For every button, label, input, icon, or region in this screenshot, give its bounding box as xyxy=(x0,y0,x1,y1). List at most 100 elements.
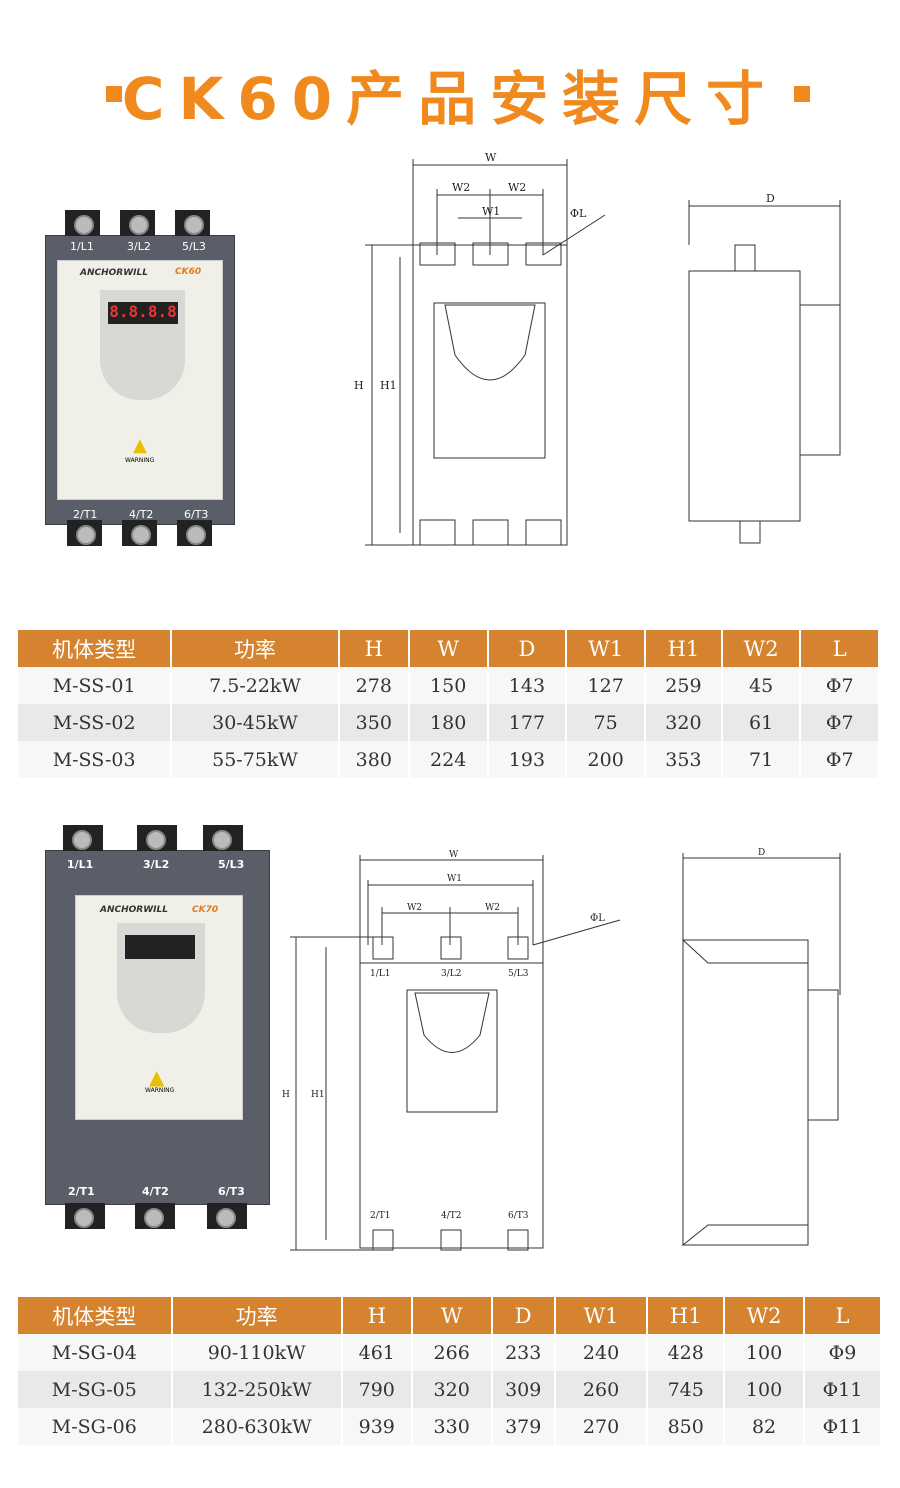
table-cell: 939 xyxy=(342,1408,411,1445)
table-cell: 428 xyxy=(648,1334,724,1371)
terminal-label: 5/L3 xyxy=(218,858,245,871)
table-cell: M-SS-02 xyxy=(18,704,171,741)
column-header: H xyxy=(339,630,408,667)
dim-label-w2: W2 xyxy=(452,181,470,194)
terminal-label: 4/T2 xyxy=(441,1211,462,1221)
brand-logo: ANCHORWILL xyxy=(100,905,168,915)
dim-label-h: H xyxy=(354,379,364,392)
table-cell: 100 xyxy=(725,1334,803,1371)
column-header: W1 xyxy=(555,1297,647,1334)
column-header: 机体类型 xyxy=(18,630,171,667)
brand-logo: ANCHORWILL xyxy=(80,268,148,278)
table-cell: 309 xyxy=(492,1371,554,1408)
table-cell: 55-75kW xyxy=(172,741,338,778)
dim-label-w2: W2 xyxy=(485,903,500,913)
table-cell: 330 xyxy=(412,1408,491,1445)
dim-label-w1: W1 xyxy=(482,205,500,218)
table-cell: 240 xyxy=(555,1334,647,1371)
product-photo-small: 1/L1 3/L2 5/L3 ANCHORWILL CK60 8.8.8.8 ▲… xyxy=(45,210,235,546)
table-cell: 177 xyxy=(488,704,566,741)
table-cell: 61 xyxy=(722,704,800,741)
table-cell: 7.5-22kW xyxy=(172,667,338,704)
column-header: D xyxy=(492,1297,554,1334)
title-bullet-right xyxy=(794,86,810,102)
dim-label-w: W xyxy=(485,151,497,164)
dim-label-h1: H1 xyxy=(380,379,397,392)
table-cell: 353 xyxy=(646,741,721,778)
table-cell: 380 xyxy=(339,741,408,778)
dim-label-w1: W1 xyxy=(447,874,462,884)
dim-label-d: D xyxy=(766,192,775,205)
table-cell: 75 xyxy=(567,704,645,741)
model-logo: CK70 xyxy=(192,905,219,915)
column-header: H xyxy=(342,1297,411,1334)
table-cell: 193 xyxy=(488,741,566,778)
column-header: W1 xyxy=(567,630,645,667)
table-cell: 233 xyxy=(492,1334,554,1371)
table-cell: Φ9 xyxy=(804,1334,880,1371)
table-cell: M-SS-03 xyxy=(18,741,171,778)
table-cell: M-SG-05 xyxy=(18,1371,171,1408)
title-bullet-left xyxy=(106,86,122,102)
table-cell: 266 xyxy=(412,1334,491,1371)
column-header: W xyxy=(412,1297,491,1334)
table-cell: 790 xyxy=(342,1371,411,1408)
warning-label: WARNING xyxy=(125,457,155,464)
column-header: W2 xyxy=(722,630,800,667)
page-title: CK60产品安装尺寸 xyxy=(121,65,779,133)
table-cell: 320 xyxy=(412,1371,491,1408)
table-cell: Φ7 xyxy=(801,704,878,741)
terminal-label: 6/T3 xyxy=(218,1185,245,1198)
column-header: W xyxy=(409,630,487,667)
table-cell: 82 xyxy=(725,1408,803,1445)
dim-label-l: ΦL xyxy=(570,207,587,220)
dimension-drawing-small: W W2 W2 W1 ΦL H H1 D xyxy=(354,151,841,546)
table-cell: 259 xyxy=(646,667,721,704)
table-cell: 461 xyxy=(342,1334,411,1371)
table-cell: Φ11 xyxy=(804,1371,880,1408)
table-cell: 127 xyxy=(567,667,645,704)
table-cell: M-SG-04 xyxy=(18,1334,171,1371)
terminal-label: 3/L2 xyxy=(441,969,461,979)
table-cell: 132-250kW xyxy=(172,1371,341,1408)
table-cell: 71 xyxy=(722,741,800,778)
column-header: 功率 xyxy=(172,630,338,667)
table-cell: 200 xyxy=(567,741,645,778)
table-cell: 379 xyxy=(492,1408,554,1445)
table-cell: 30-45kW xyxy=(172,704,338,741)
column-header: 功率 xyxy=(172,1297,341,1334)
warning-label: WARNING xyxy=(145,1087,175,1094)
column-header: L xyxy=(804,1297,880,1334)
terminal-label: 2/T1 xyxy=(68,1185,95,1198)
terminal-label: 4/T2 xyxy=(129,508,154,521)
terminal-label: 3/L2 xyxy=(143,858,170,871)
dim-label-h: H xyxy=(282,1090,290,1100)
dim-label-w2: W2 xyxy=(407,903,422,913)
table-cell: 100 xyxy=(725,1371,803,1408)
dim-label-w: W xyxy=(449,850,459,860)
table-cell: 180 xyxy=(409,704,487,741)
table-cell: 45 xyxy=(722,667,800,704)
table-cell: 320 xyxy=(646,704,721,741)
led-display: 8.8.8.8 xyxy=(108,302,178,324)
column-header: L xyxy=(801,630,878,667)
column-header: W2 xyxy=(725,1297,803,1334)
dim-label-h1: H1 xyxy=(311,1090,325,1100)
table-cell: 350 xyxy=(339,704,408,741)
terminal-label: 4/T2 xyxy=(142,1185,169,1198)
dim-label-l: ΦL xyxy=(590,913,605,924)
terminal-label: 2/T1 xyxy=(73,508,98,521)
table-cell: 260 xyxy=(555,1371,647,1408)
terminal-label: 5/L3 xyxy=(508,969,529,979)
table-cell: Φ7 xyxy=(801,667,878,704)
terminal-label: 1/L1 xyxy=(70,240,94,253)
dim-label-d: D xyxy=(758,848,765,858)
table-cell: Φ7 xyxy=(801,741,878,778)
table-cell: 150 xyxy=(409,667,487,704)
